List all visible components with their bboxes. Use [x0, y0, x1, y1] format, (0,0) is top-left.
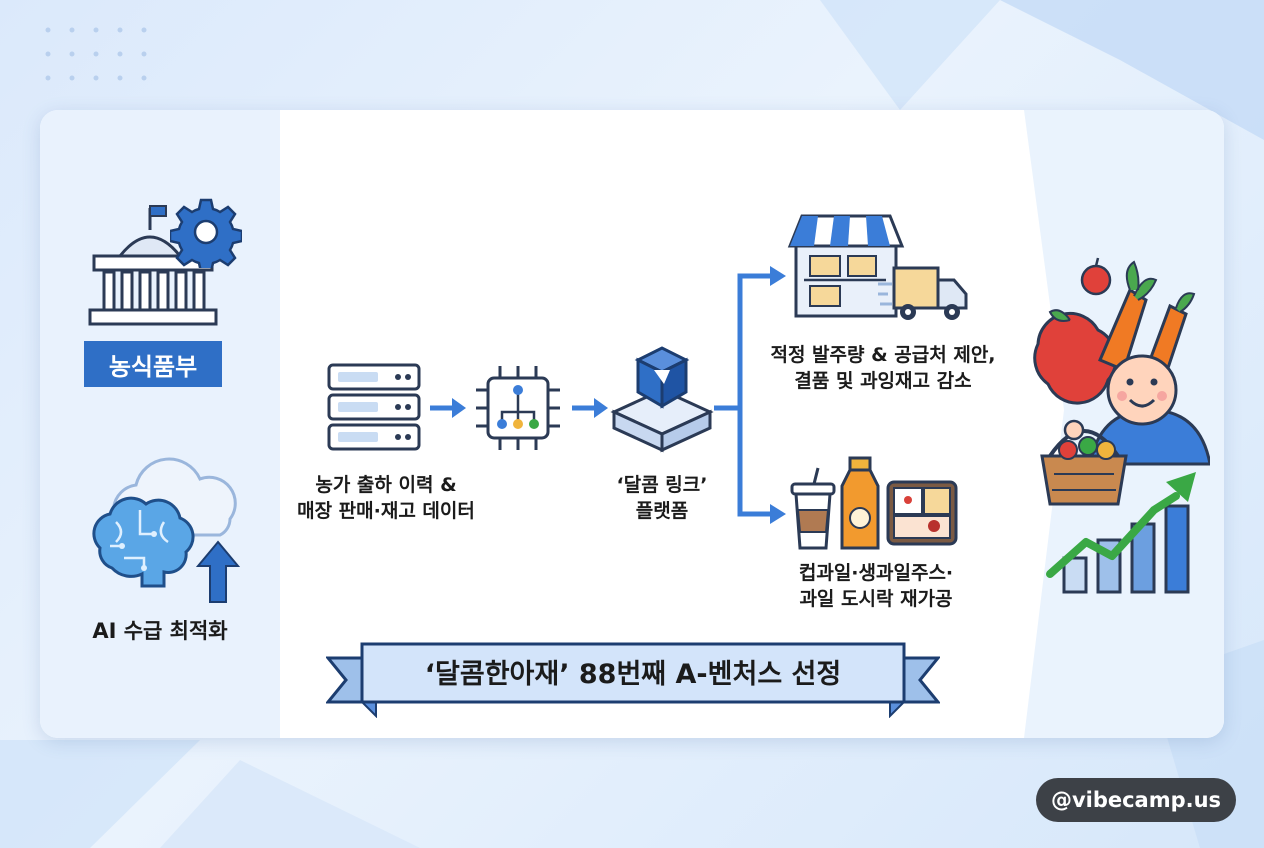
- platform-cube-icon: [610, 346, 714, 453]
- platform-label: ‘달콤 링크’ 플랫폼: [582, 472, 742, 524]
- watermark-badge[interactable]: @vibecamp.us: [1036, 778, 1236, 822]
- platform-line-2: 플랫폼: [635, 500, 689, 522]
- output-top-line-2: 결품 및 과잉재고 감소: [794, 370, 972, 392]
- ai-chip-icon: [476, 366, 560, 450]
- happy-fruit-icon: [1033, 257, 1210, 506]
- output-bottom-label: 컵과일·생과일주스· 과일 도시락 재가공: [756, 560, 996, 612]
- ai-optimization-label: AI 수급 최적화: [92, 619, 228, 643]
- store-icon: [787, 214, 905, 318]
- delivery-truck-icon: [878, 266, 968, 320]
- ministry-badge: 농식품부: [84, 341, 222, 387]
- coffee-cup-icon: [790, 467, 836, 550]
- gear-icon: [170, 198, 242, 268]
- output-bottom-line-1: 컵과일·생과일주스·: [798, 562, 954, 584]
- server-icon: [327, 363, 421, 451]
- branch-connector: [714, 266, 786, 524]
- banner-title: ‘달콤한아재’ 88번째 A-벤처스 선정: [424, 658, 842, 690]
- platform-line-1: ‘달콤 링크’: [616, 474, 708, 496]
- ribbon-banner: [326, 642, 940, 718]
- up-arrow-icon: [196, 540, 240, 603]
- output-top-line-1: 적정 발주량 & 공급처 제안,: [770, 344, 996, 366]
- lunchbox-icon: [886, 480, 958, 546]
- data-source-line-1: 농가 출하 이력 &: [315, 474, 457, 496]
- juice-bottle-icon: [840, 456, 880, 550]
- data-source-label: 농가 출하 이력 & 매장 판매·재고 데이터: [276, 472, 496, 524]
- flow-arrow-icon: [430, 398, 466, 418]
- growth-chart-icon: [1046, 472, 1196, 594]
- data-source-line-2: 매장 판매·재고 데이터: [297, 500, 475, 522]
- flow-arrow-icon: [572, 398, 608, 418]
- brain-icon: [92, 496, 195, 588]
- output-bottom-line-2: 과일 도시락 재가공: [799, 588, 953, 610]
- output-top-label: 적정 발주량 & 공급처 제안, 결품 및 과잉재고 감소: [740, 342, 1026, 394]
